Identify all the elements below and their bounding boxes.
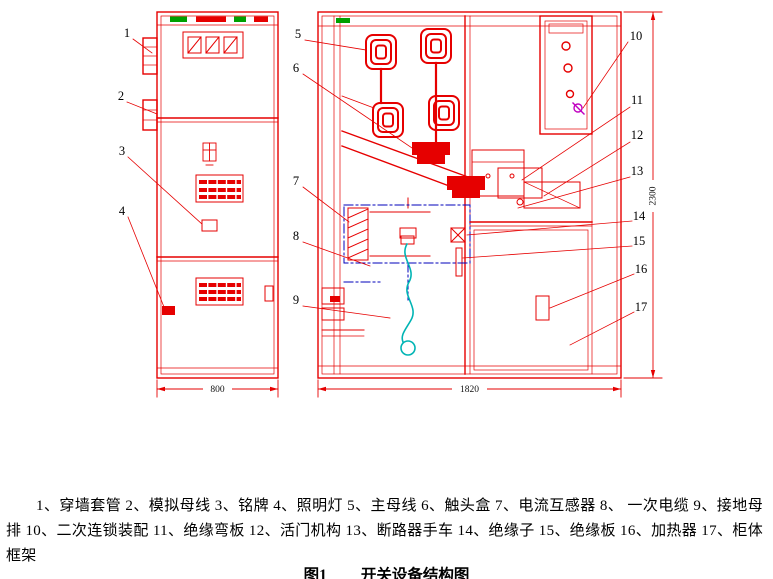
grounding-busbar: [321, 287, 365, 337]
callout-14: 14: [466, 209, 646, 236]
dim-800-label: 800: [210, 385, 225, 395]
primary-cable: [400, 242, 416, 356]
callout-10: 10: [582, 29, 643, 109]
svg-text:15: 15: [633, 234, 646, 248]
dim-1820-label: 1820: [460, 385, 479, 395]
door-handle: [264, 285, 274, 302]
svg-text:14: 14: [633, 209, 646, 223]
callout-15: 15: [462, 234, 646, 259]
svg-text:10: 10: [630, 29, 643, 43]
switchgear-structure-drawing: 800 1820 230: [118, 11, 663, 398]
callouts: 1 2 3 4 5: [118, 26, 648, 346]
svg-text:7: 7: [293, 174, 299, 188]
figure-caption: 图1 开关设备结构图: [0, 563, 773, 579]
top-label-tags: [170, 16, 268, 22]
callout-6: 6: [293, 61, 413, 149]
front-view: [142, 11, 279, 379]
svg-text:6: 6: [293, 61, 299, 75]
svg-text:12: 12: [631, 128, 644, 142]
callout-2: 2: [118, 89, 158, 115]
keypad-top: [195, 174, 244, 203]
svg-text:1: 1: [124, 26, 130, 40]
shutter-mechanism: [471, 149, 581, 209]
lamp: [162, 306, 175, 315]
wall-bushing: [142, 37, 158, 131]
dim-height: 2300: [623, 11, 663, 379]
svg-text:8: 8: [293, 229, 299, 243]
svg-text:3: 3: [119, 144, 125, 158]
callout-1: 1: [124, 26, 153, 54]
callout-12: 12: [543, 128, 644, 197]
insulator: [450, 227, 466, 243]
parts-list: 1、穿墙套管 2、模拟母线 3、铭牌 4、照明灯 5、主母线 6、触头盒 7、电…: [6, 498, 763, 564]
callout-5: 5: [295, 27, 367, 51]
mimic-bus-symbol: [202, 142, 217, 166]
figure-title: 开关设备结构图: [360, 566, 470, 579]
callout-9: 9: [293, 293, 391, 319]
heater: [535, 295, 550, 321]
svg-text:17: 17: [635, 300, 648, 314]
svg-text:13: 13: [631, 164, 644, 178]
dim-front-width: 800: [156, 379, 279, 398]
callout-7: 7: [293, 174, 350, 223]
svg-text:9: 9: [293, 293, 299, 307]
dim-2300-label: 2300: [649, 186, 659, 205]
callout-4: 4: [119, 204, 165, 308]
callout-17: 17: [569, 300, 648, 346]
current-transformer: [347, 207, 369, 261]
svg-text:4: 4: [119, 204, 126, 218]
contact-box: [412, 142, 485, 198]
keypad-bottom: [195, 277, 244, 306]
instrument-cluster: [182, 31, 244, 59]
svg-text:2: 2: [118, 89, 124, 103]
breaker-truck: [369, 197, 431, 257]
side-view: [317, 11, 622, 379]
callout-3: 3: [119, 144, 203, 225]
dimensions: 800 1820 230: [156, 11, 663, 398]
insulation-plate: [455, 247, 463, 277]
dim-side-width: 1820: [317, 379, 622, 398]
svg-text:5: 5: [295, 27, 301, 41]
figure-label: 图1: [303, 566, 327, 579]
rear-compartment: [469, 221, 593, 371]
callout-8: 8: [293, 229, 371, 267]
svg-text:16: 16: [635, 262, 648, 276]
callout-11: 11: [521, 93, 643, 181]
callout-16: 16: [549, 262, 648, 309]
svg-text:11: 11: [631, 93, 643, 107]
callout-13: 13: [517, 164, 644, 209]
secondary-interlock-panel: [539, 15, 593, 135]
nameplate: [201, 219, 218, 232]
